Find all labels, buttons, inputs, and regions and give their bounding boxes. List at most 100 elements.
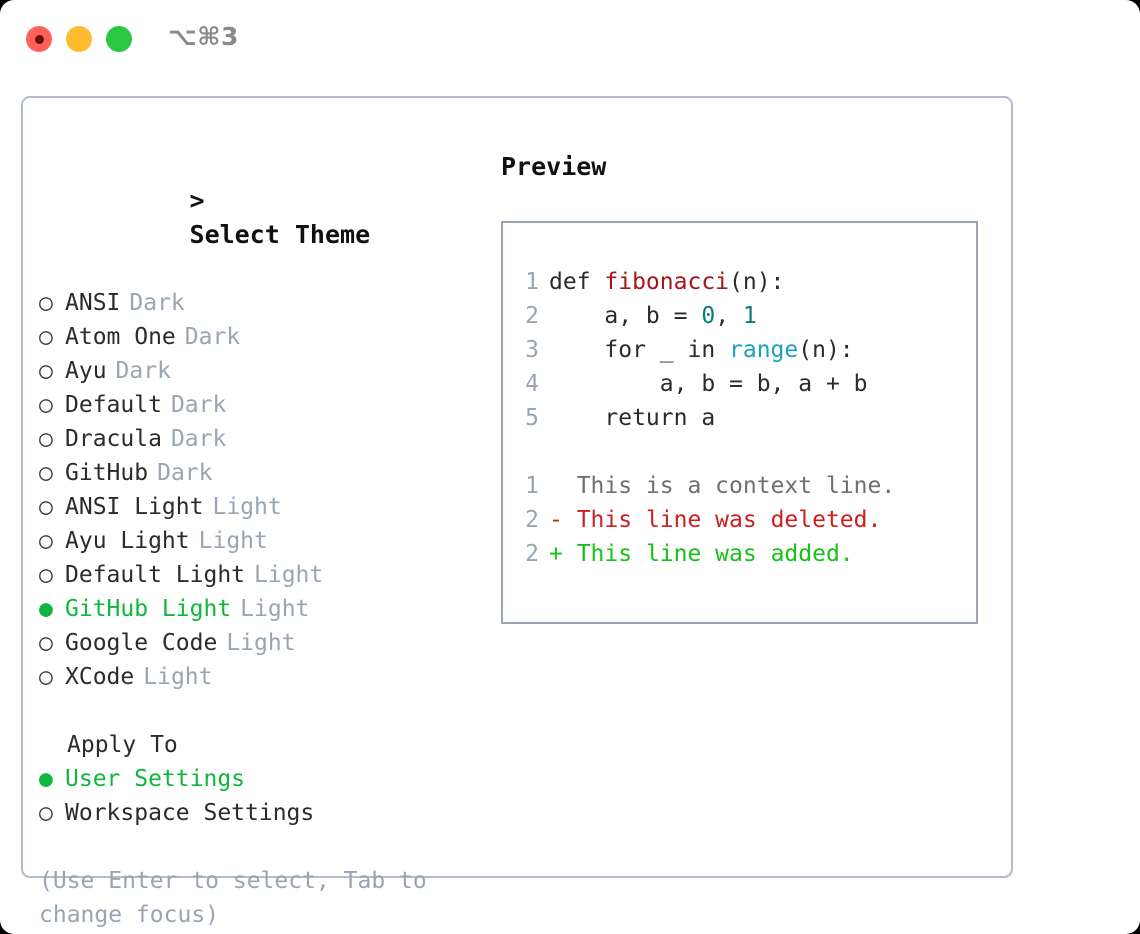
code-token-plain: a, b = xyxy=(549,303,702,329)
list-spacer xyxy=(39,694,489,728)
line-number: 4 xyxy=(525,371,539,397)
theme-option[interactable]: ○ XCode Light xyxy=(39,660,489,694)
diff-line: 2- This line was deleted. xyxy=(525,503,976,537)
theme-option-label: ANSI Light xyxy=(65,494,204,520)
diff-line: 2 + This line was added. xyxy=(525,537,976,571)
radio-unselected-icon: ○ xyxy=(39,290,53,316)
radio-selected-icon: ● xyxy=(39,596,53,622)
diff-marker: + xyxy=(549,541,577,567)
radio-unselected-icon: ○ xyxy=(39,562,53,588)
preview-gap xyxy=(525,435,976,469)
diff-sample: 1 This is a context line.2- This line wa… xyxy=(525,469,976,571)
code-token-plain: a, b = b, a + b xyxy=(549,371,868,397)
theme-option[interactable]: ○ Default Light Light xyxy=(39,558,489,592)
diff-line: 1 This is a context line. xyxy=(525,469,976,503)
radio-unselected-icon: ○ xyxy=(39,324,53,350)
radio-unselected-icon: ○ xyxy=(39,494,53,520)
theme-option-tag: Light xyxy=(240,596,310,622)
theme-option[interactable]: ○ Default Dark xyxy=(39,388,489,422)
theme-option-tag: Light xyxy=(254,562,324,588)
theme-option[interactable]: ○ Ayu Dark xyxy=(39,354,489,388)
theme-option-label: ANSI xyxy=(65,290,121,316)
code-token-call: range xyxy=(729,337,799,363)
code-token-num: 1 xyxy=(742,303,757,329)
theme-option-label: Atom One xyxy=(65,324,176,350)
code-token-plain: return a xyxy=(549,405,716,431)
theme-option[interactable]: ○ ANSI Dark xyxy=(39,286,489,320)
theme-option-label: Dracula xyxy=(65,426,162,452)
title-bar: ⌥⌘3 xyxy=(0,0,1140,78)
code-token-plain: , xyxy=(715,303,743,329)
diff-marker xyxy=(549,473,577,499)
theme-option-tag: Dark xyxy=(170,392,227,418)
radio-unselected-icon: ○ xyxy=(39,630,53,656)
keyboard-shortcut-label: ⌥⌘3 xyxy=(168,22,239,51)
theme-option-label: Default Light xyxy=(65,562,246,588)
theme-option[interactable]: ○ Ayu Light Light xyxy=(39,524,489,558)
line-number: 1 xyxy=(525,473,539,499)
radio-unselected-icon: ○ xyxy=(39,664,53,690)
select-theme-heading: > Select Theme xyxy=(39,150,489,286)
diff-marker: - xyxy=(549,507,577,533)
code-token-fn: fibonacci xyxy=(604,269,730,295)
code-token-plain: for _ in xyxy=(549,337,730,363)
code-line: 4 a, b = b, a + b xyxy=(525,367,976,401)
theme-option-tag: Dark xyxy=(129,290,185,316)
radio-unselected-icon: ○ xyxy=(39,528,53,554)
radio-unselected-icon: ○ xyxy=(39,392,53,418)
minimize-button[interactable] xyxy=(66,26,92,52)
radio-unselected-icon: ○ xyxy=(39,800,53,826)
prompt-caret-icon: > xyxy=(189,186,205,215)
theme-option-tag: Light xyxy=(212,494,282,520)
close-button[interactable] xyxy=(26,26,52,52)
diff-text: This line was added. xyxy=(576,541,854,567)
code-token-plain: def xyxy=(549,269,605,295)
keyboard-hint: (Use Enter to select, Tab to change focu… xyxy=(39,868,427,928)
code-token-num: 0 xyxy=(701,303,716,329)
apply-to-option-label: User Settings xyxy=(65,766,246,792)
line-number: 5 xyxy=(525,405,539,431)
radio-unselected-icon: ○ xyxy=(39,426,53,452)
radio-unselected-icon: ○ xyxy=(39,460,53,486)
theme-option-tag: Light xyxy=(143,664,213,690)
theme-option-tag: Dark xyxy=(170,426,227,452)
theme-option-label: XCode xyxy=(65,664,135,690)
apply-to-option-label: Workspace Settings xyxy=(65,800,315,826)
line-number: 2 xyxy=(525,541,539,567)
zoom-button[interactable] xyxy=(106,26,132,52)
radio-unselected-icon: ○ xyxy=(39,358,53,384)
theme-option[interactable]: ○ ANSI Light Light xyxy=(39,490,489,524)
theme-option-label: Ayu Light xyxy=(65,528,190,554)
line-number: 1 xyxy=(525,269,539,295)
theme-option[interactable]: ● GitHub Light Light xyxy=(39,592,489,626)
theme-option-label: Ayu xyxy=(65,358,107,384)
theme-option-tag: Light xyxy=(226,630,296,656)
apply-to-list: ●User Settings ○ Workspace Settings xyxy=(39,762,489,830)
theme-option-label: Default xyxy=(65,392,162,418)
theme-option-tag: Light xyxy=(198,528,268,554)
theme-option[interactable]: ○ Dracula Dark xyxy=(39,422,489,456)
apply-to-option[interactable]: ●User Settings xyxy=(39,762,489,796)
theme-option-tag: Dark xyxy=(115,358,171,384)
theme-option-label: GitHub Light xyxy=(65,596,232,622)
line-number: 2 xyxy=(525,303,539,329)
apply-to-option[interactable]: ○ Workspace Settings xyxy=(39,796,489,830)
theme-option-tag: Dark xyxy=(157,460,213,486)
window-controls xyxy=(26,26,132,52)
theme-option-label: GitHub xyxy=(65,460,149,486)
theme-option[interactable]: ○ GitHub Dark xyxy=(39,456,489,490)
code-line: 3 for _ in range(n): xyxy=(525,333,976,367)
diff-text: This is a context line. xyxy=(576,473,896,499)
preview-heading: Preview xyxy=(501,152,607,181)
apply-to-label: Apply To xyxy=(67,732,178,758)
